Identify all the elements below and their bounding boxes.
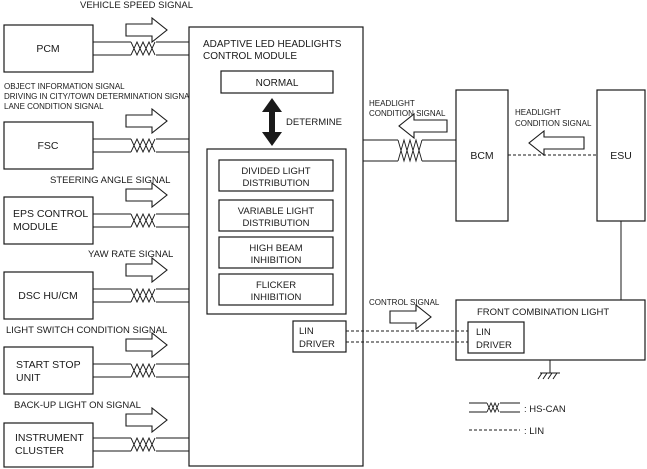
instrument-label-line1: INSTRUMENT: [15, 432, 84, 444]
legend-lin-label: : LIN: [524, 426, 544, 437]
determine-double-arrow: [262, 98, 282, 146]
headlight-condition-signal-label-esu-line1: HEADLIGHT: [515, 108, 561, 117]
arrow-steering-angle: [125, 181, 168, 209]
high-beam-inhibition-box: [218, 236, 334, 269]
instrument-cluster-box: [3, 422, 94, 468]
fsc-label: FSC: [38, 140, 59, 152]
determine-label: DETERMINE: [286, 117, 342, 128]
arrow-control-signal: [389, 303, 432, 331]
hs-can-wire-instrument: [93, 436, 189, 453]
lane-condition-signal-label: LANE CONDITION SIGNAL: [4, 102, 104, 111]
front-lin-driver-label-line2: DRIVER: [476, 340, 512, 351]
front-lin-driver-label-line1: LIN: [476, 327, 491, 338]
instrument-label-line2: CLUSTER: [15, 445, 64, 457]
front-combination-light-lin-driver-box: [467, 321, 525, 354]
object-information-signal-label: OBJECT INFORMATION SIGNAL: [4, 82, 125, 91]
eps-label-line2: MODULE: [13, 221, 58, 233]
high-beam-label-line1: HIGH BEAM: [249, 243, 302, 254]
normal-label: NORMAL: [256, 78, 299, 89]
dsc-hu-cm-box: [3, 271, 94, 320]
control-signal-label: CONTROL SIGNAL: [369, 298, 440, 307]
arrow-headlight-condition-to-bcm: [528, 129, 585, 157]
light-switch-condition-signal-label: LIGHT SWITCH CONDITION SIGNAL: [6, 325, 167, 336]
lin-driver-label-line2: DRIVER: [299, 339, 335, 350]
eps-control-module-box: [3, 196, 94, 245]
variable-light-label-line1: VARIABLE LIGHT: [238, 206, 315, 217]
headlight-condition-signal-label-bcm-line2: CONDITION SIGNAL: [369, 109, 446, 118]
start-stop-label-line2: UNIT: [16, 372, 41, 384]
bcm-label: BCM: [470, 150, 493, 162]
front-combination-light-label: FRONT COMBINATION LIGHT: [477, 307, 609, 318]
driving-city-town-signal-label: DRIVING IN CITY/TOWN DETERMINATION SIGNA…: [4, 92, 194, 101]
arrow-light-switch: [125, 331, 168, 359]
flicker-inhibition-box: [218, 273, 334, 306]
lin-driver-label-line1: LIN: [299, 326, 314, 337]
high-beam-label-line2: INHIBITION: [251, 255, 302, 266]
hs-can-wire-fsc: [93, 137, 189, 154]
headlight-condition-signal-label-esu-line2: CONDITION SIGNAL: [515, 119, 592, 128]
variable-light-label-line2: DISTRIBUTION: [242, 218, 309, 229]
pcm-box: [3, 24, 94, 73]
flicker-label-line2: INHIBITION: [251, 292, 302, 303]
hs-can-wire-eps: [93, 212, 189, 229]
yaw-rate-signal-label: YAW RATE SIGNAL: [88, 249, 173, 260]
flicker-label-line1: FLICKER: [256, 280, 296, 291]
headlight-condition-signal-label-bcm-line1: HEADLIGHT: [369, 99, 415, 108]
esu-label: ESU: [610, 150, 632, 162]
hs-can-wire-dsc: [93, 287, 189, 304]
dsc-label: DSC HU/CM: [18, 290, 78, 302]
divided-light-distribution-box: [218, 159, 334, 192]
esu-box: [596, 89, 646, 222]
hs-can-wires-left: [93, 40, 189, 453]
divided-light-label-line1: DIVIDED LIGHT: [241, 166, 310, 177]
arrow-back-up-light: [125, 406, 168, 434]
eps-label-line1: EPS CONTROL: [13, 208, 88, 220]
vehicle-speed-signal-label: VEHICLE SPEED SIGNAL: [80, 0, 193, 11]
variable-light-distribution-box: [218, 199, 334, 232]
legend-hs-can-symbol: [469, 401, 520, 414]
legend-hs-can-label: : HS-CAN: [524, 404, 566, 415]
lin-wire-control-module-to-front-light: [346, 330, 468, 343]
arrow-vehicle-speed: [125, 16, 168, 44]
normal-box: [220, 70, 334, 94]
arrow-object-information: [125, 107, 168, 135]
pcm-label: PCM: [36, 43, 59, 55]
hs-can-wire-start-stop: [93, 362, 189, 379]
legend: : HS-CAN : LIN: [469, 401, 566, 437]
bcm-box: [455, 89, 509, 222]
arrow-yaw-rate: [125, 256, 168, 284]
steering-angle-signal-label: STEERING ANGLE SIGNAL: [50, 175, 170, 186]
hs-can-wire-pcm: [93, 40, 189, 57]
back-up-light-on-signal-label: BACK-UP LIGHT ON SIGNAL: [14, 400, 141, 411]
control-module-title-line2: CONTROL MODULE: [203, 51, 297, 62]
start-stop-label-line1: START STOP: [16, 359, 81, 371]
hs-can-wire-bcm: [363, 138, 456, 163]
divided-light-label-line2: DISTRIBUTION: [242, 178, 309, 189]
lin-driver-box: [292, 320, 347, 353]
ground-icon: [537, 360, 560, 380]
fsc-box: [3, 121, 94, 170]
start-stop-unit-box: [3, 346, 94, 395]
control-module-title-line1: ADAPTIVE LED HEADLIGHTS: [203, 39, 342, 50]
arrow-headlight-condition-to-control-module: [398, 112, 448, 140]
signal-arrows-left: [125, 16, 168, 434]
